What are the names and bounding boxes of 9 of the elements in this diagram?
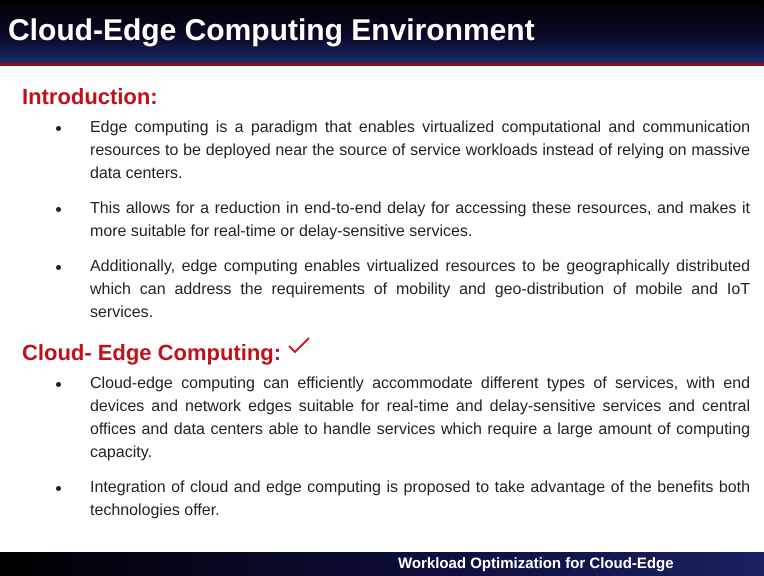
bullet-text: Additionally, edge computing enables virtualized resources to be geographically distributed which can address the requirements of mobility and geo-distribution of mobile and IoT services. bbox=[90, 258, 750, 321]
section-heading: Introduction: bbox=[22, 84, 158, 110]
bullet-text: Edge computing is a paradigm that enables virtualized computational and communication resources to be deployed near the source of service workloads instead of relying on massive data centers. bbox=[90, 119, 750, 182]
slide-title: Cloud-Edge Computing Environment bbox=[8, 14, 535, 48]
bullet-text: This allows for a reduction in end-to-end delay for accessing these resources, and makes it more suitable for real-time or delay-sensitive services. bbox=[90, 200, 750, 240]
bullet-text: Integration of cloud and edge computing is proposed to take advantage of the benefits both technologies offer. bbox=[90, 479, 750, 519]
footer-text: Workload Optimization for Cloud-Edge bbox=[398, 555, 674, 572]
bullet-text: Cloud-edge computing can efficiently accommodate different types of services, with end devices and network edges suitable for real-time and delay-sensitive services and central offices and data centers able to handle services which require a large amount of computing capacity. bbox=[90, 375, 750, 461]
section-heading: Cloud- Edge Computing: bbox=[22, 340, 282, 366]
